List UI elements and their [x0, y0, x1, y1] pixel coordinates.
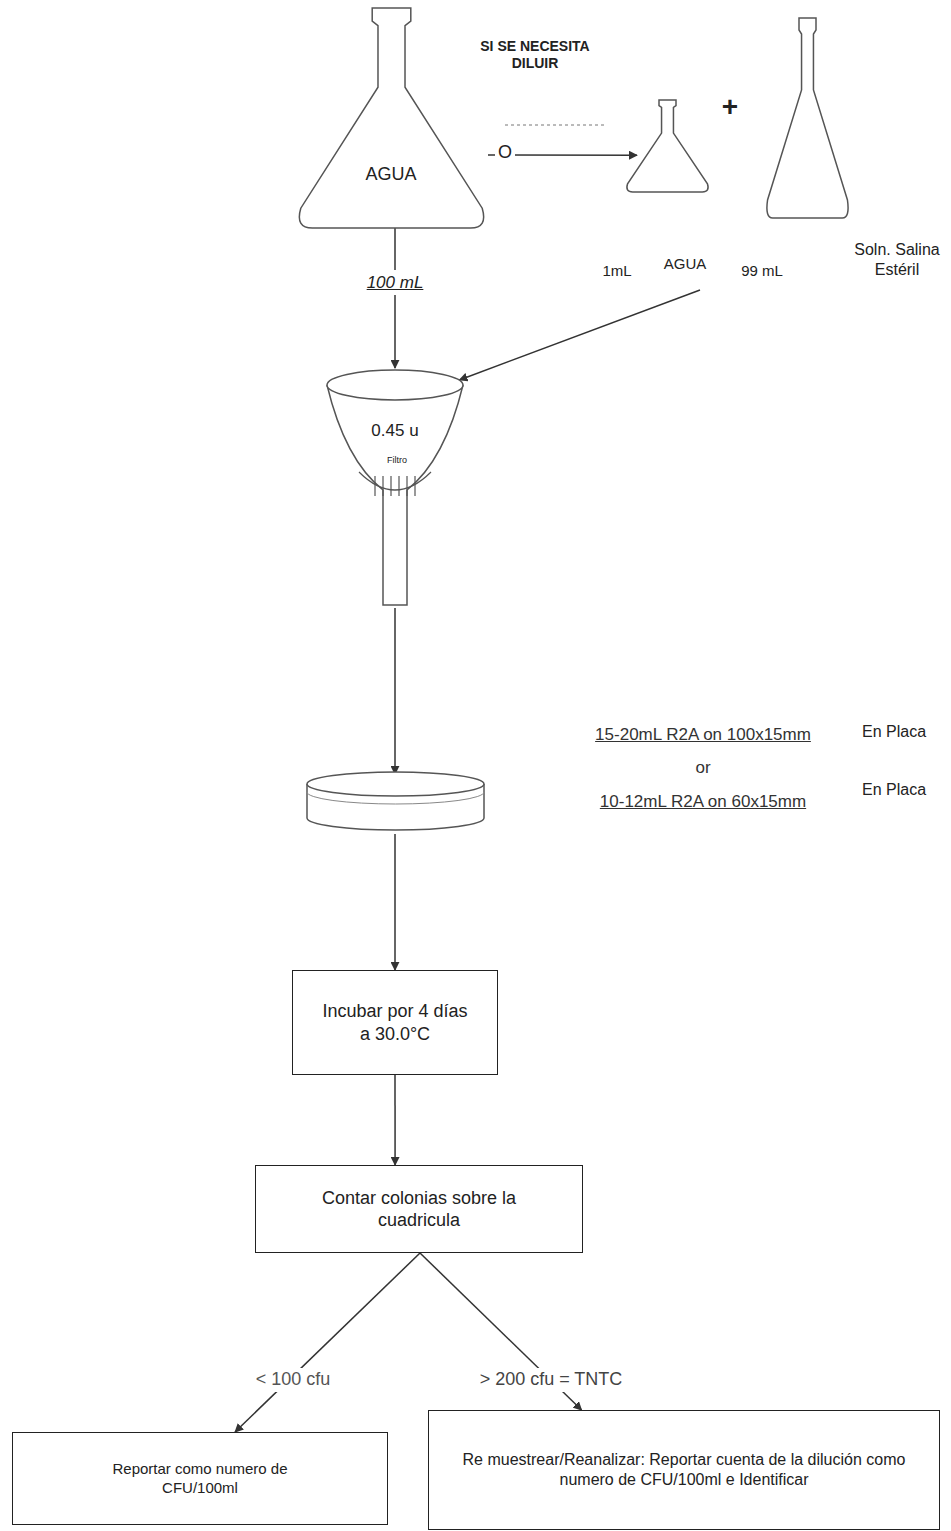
- edge-label: > 200 cfu = TNTC: [477, 1368, 626, 1392]
- flask-label: AGUA: [341, 163, 441, 186]
- flow-arrow: [394, 608, 396, 774]
- flow-arrow: [394, 1075, 396, 1165]
- condition-note: SI SE NECESITA DILUIR: [465, 38, 605, 72]
- flask-label: Soln. Salina Estéril: [845, 240, 949, 280]
- edge-label: O: [495, 141, 515, 165]
- filter-size: 0.45 u: [355, 420, 435, 441]
- process-box: Incubar por 4 días a 30.0°C: [292, 970, 498, 1075]
- box-text: Contar colonias sobre la cuadricula: [286, 1187, 552, 1232]
- box-text: Incubar por 4 días a 30.0°C: [315, 1000, 475, 1045]
- water-flask: AGUA100 mL: [295, 8, 488, 228]
- flow-arrow: [235, 1253, 420, 1432]
- small-flask: 1mLAGUA: [625, 100, 710, 192]
- filter-funnel: 0.45 u Filtro: [325, 368, 465, 608]
- box-text: Re muestrear/Reanalizar: Reportar cuenta…: [449, 1450, 919, 1490]
- plate-spec: 15-20mL R2A on 100x15mm: [558, 724, 848, 745]
- box-text: Reportar como numero de CFU/100ml: [83, 1460, 317, 1498]
- flask-label: AGUA: [655, 255, 715, 274]
- edge-label: < 100 cfu: [253, 1368, 334, 1392]
- filter-label: Filtro: [372, 455, 422, 466]
- volume-label: 99 mL: [727, 262, 797, 281]
- flask-outline: [295, 8, 488, 228]
- process-box: Contar colonias sobre la cuadricula: [255, 1165, 583, 1253]
- funnel-outline: [325, 368, 465, 608]
- flow-arrow: [394, 834, 396, 970]
- petri-dish: 15-20mL R2A on 100x15mmor10-12mL R2A on …: [305, 770, 486, 834]
- volume-label: 100 mL: [355, 270, 435, 295]
- saline-flask: 99 mLSoln. Salina Estéril: [765, 18, 850, 218]
- flow-arrow: [394, 228, 396, 368]
- flask-outline: [625, 100, 710, 192]
- plate-spec: or: [673, 757, 733, 778]
- dashed-line: [505, 125, 605, 126]
- plate-note: En Placa: [862, 722, 947, 741]
- plate-spec: 10-12mL R2A on 60x15mm: [558, 791, 848, 812]
- result-box: Reportar como numero de CFU/100ml: [12, 1432, 388, 1525]
- result-box: Re muestrear/Reanalizar: Reportar cuenta…: [428, 1410, 940, 1530]
- dish-outline: [305, 770, 486, 834]
- plus-sign: +: [715, 90, 745, 124]
- plate-note: En Placa: [862, 780, 947, 799]
- flow-arrow: [459, 290, 700, 380]
- flask-outline: [765, 18, 850, 218]
- volume-label: 1mL: [592, 262, 642, 281]
